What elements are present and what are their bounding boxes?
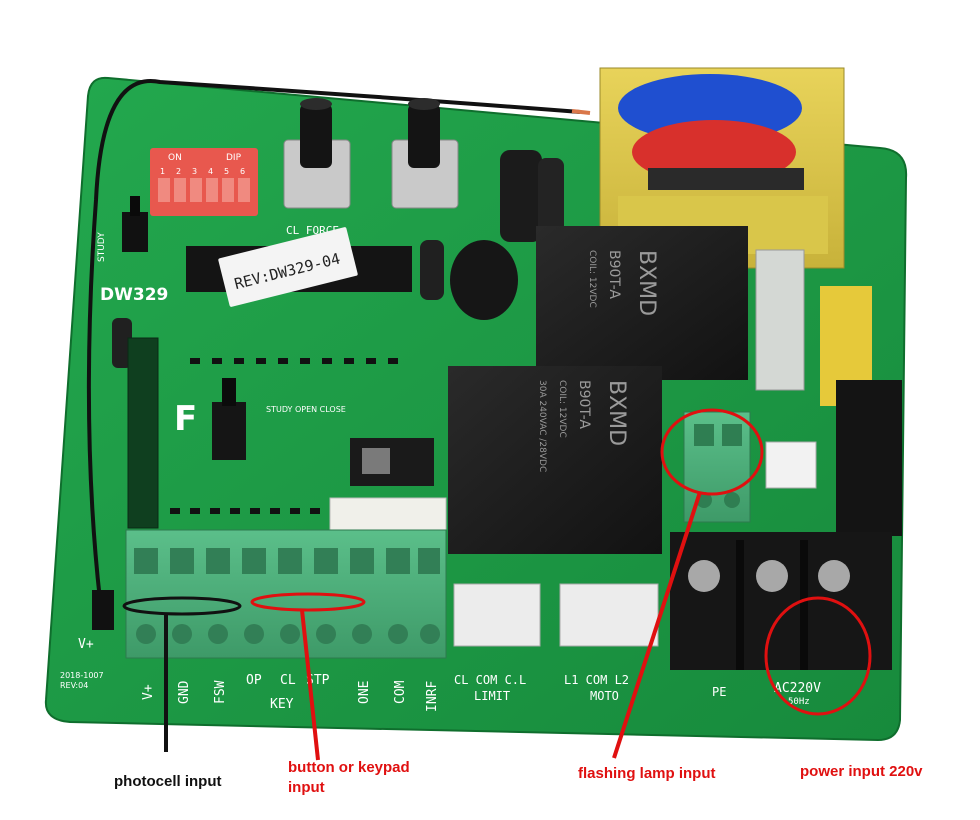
dip-on-label: ON — [168, 153, 182, 163]
dip-number-5: 5 — [224, 167, 229, 176]
flashing-lamp-pointer-line — [612, 491, 702, 759]
relay-bottom: BXMD B90T-A COIL: 12VDC 30A 240VAC /28VD… — [448, 366, 662, 554]
keypad-pointer-line — [300, 609, 320, 761]
potentiometer-knob-2 — [391, 98, 459, 209]
fuse-holder — [836, 380, 902, 536]
terminal-label-com: COM — [393, 680, 408, 704]
relay-bottom-coil: COIL: 12VDC — [557, 380, 567, 438]
terminal-label-cl: CL — [280, 673, 296, 688]
limit-label: LIMIT — [474, 689, 510, 703]
limit-pins-label: CL COM C.L — [454, 673, 526, 687]
board-date-label: 2018-1007 — [60, 671, 104, 680]
flashing-lamp-annotation-label: flashing lamp input — [578, 765, 716, 782]
terminal-label-op: OP — [246, 673, 262, 688]
antenna-wire-tip — [571, 109, 591, 115]
antenna-wire — [86, 79, 581, 601]
f-label: F — [174, 399, 197, 439]
keypad-annotation-label: button or keypad input — [288, 759, 410, 796]
terminal-label-inrf: INRF — [425, 681, 440, 712]
main-terminal-block — [125, 529, 447, 659]
power-annotation-label: power input 220v — [800, 763, 923, 780]
terminal-label-fsw: FSW — [213, 680, 228, 704]
optocoupler — [765, 441, 817, 489]
smd-components — [170, 358, 398, 514]
hz-label: 50Hz — [788, 697, 810, 707]
relay-top-model: B90T-A — [606, 250, 622, 299]
microcontroller-chip: REV:DW329-04 — [186, 227, 412, 307]
dip-number-1: 1 — [160, 167, 165, 176]
dip-number-3: 3 — [192, 167, 197, 176]
dip-switch: ON DIP 1 2 3 4 5 6 — [150, 148, 258, 216]
terminal-label-vplus: V+ — [141, 684, 156, 700]
pe-label: PE — [712, 685, 726, 699]
pin-header — [92, 590, 114, 630]
study-label: STUDY — [97, 232, 107, 262]
motor-pins-label: L1 COM L2 — [564, 673, 629, 687]
potentiometer-knob-1 — [283, 98, 351, 209]
motor-label: MOTO — [590, 689, 619, 703]
capacitors — [112, 150, 564, 368]
study-open-close-label: STUDY OPEN CLOSE — [266, 405, 346, 414]
dip-number-2: 2 — [176, 167, 181, 176]
relay-bottom-model: B90T-A — [576, 380, 592, 429]
dip-number-4: 4 — [208, 167, 213, 176]
program-button — [212, 378, 246, 460]
relay-top: BXMD B90T-A COIL: 12VDC — [536, 226, 748, 380]
board-rev-label: REV:04 — [60, 681, 88, 690]
power-terminal-block — [670, 532, 892, 670]
terminal-labels: V+ GND FSW OP CL STP ONE COM INRF KEY CL… — [60, 637, 821, 712]
power-highlight-ellipse — [764, 596, 872, 716]
terminal-label-gnd: GND — [177, 680, 192, 704]
key-group-label: KEY — [270, 697, 294, 712]
flashing-lamp-highlight-ellipse — [660, 408, 764, 496]
dip-number-6: 6 — [240, 167, 245, 176]
board-model-label: DW329 — [100, 285, 168, 305]
receiver-module — [127, 337, 159, 529]
relay-top-coil: COIL: 12VDC — [587, 250, 597, 308]
relay-top-brand: BXMD — [634, 250, 659, 316]
limit-connector — [453, 583, 541, 647]
keypad-highlight-ellipse — [250, 592, 366, 612]
terminal-label-one: ONE — [357, 681, 372, 704]
relay-bottom-rating: 30A 240VAC /28VDC — [537, 380, 547, 472]
photocell-annotation-label: photocell input — [114, 773, 222, 790]
slide-switch — [350, 438, 434, 486]
dip-label: DIP — [226, 153, 242, 163]
photocell-highlight-ellipse — [122, 596, 242, 616]
vplus-small-label: V+ — [78, 637, 94, 652]
motor-connector — [559, 583, 659, 647]
study-button: STUDY — [97, 196, 148, 262]
clear-connector — [755, 249, 805, 391]
relay-bottom-brand: BXMD — [604, 380, 629, 446]
white-connector — [329, 497, 447, 533]
ac220v-label: AC220V — [774, 681, 821, 696]
